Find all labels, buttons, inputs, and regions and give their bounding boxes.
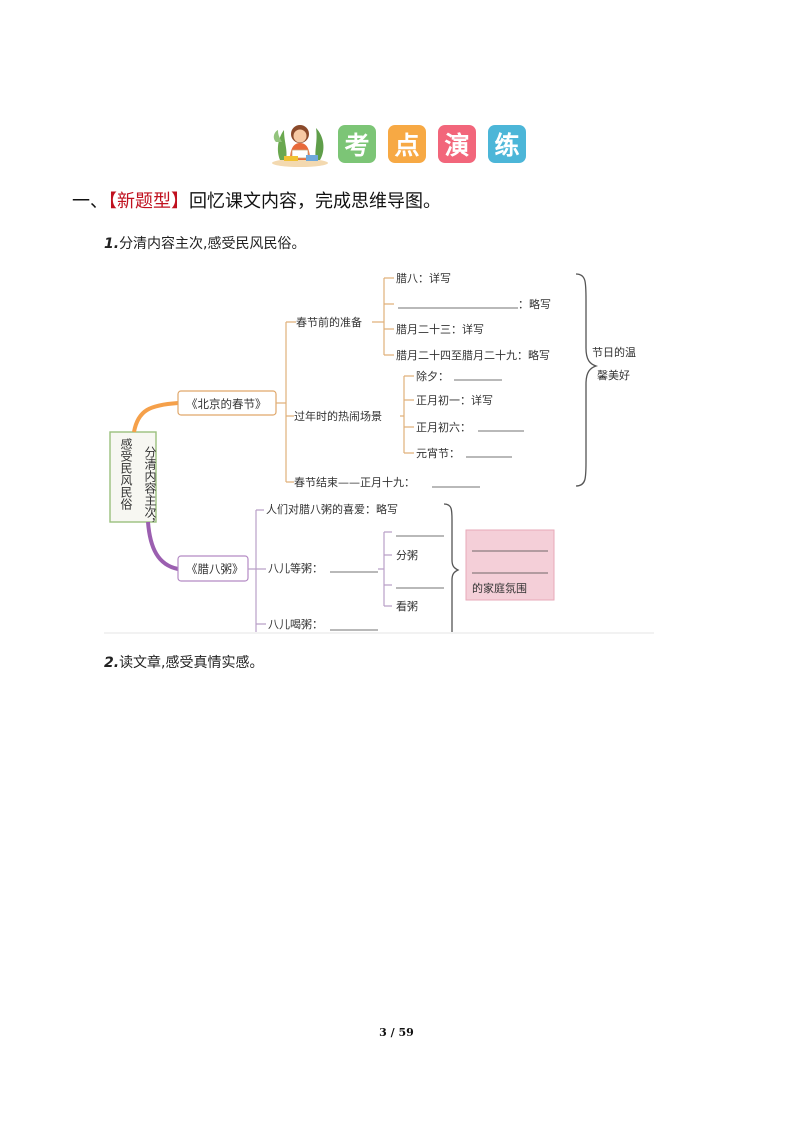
section-banner: 考 点 演 练 [270, 120, 530, 168]
scene-item-chuxi: 除夕： [416, 369, 449, 383]
laba-atmosphere: 的家庭氛围 [472, 581, 527, 595]
prep-item-blank: ：略写 [518, 297, 551, 311]
summary-line-2: 馨美好 [597, 368, 630, 382]
page-number: 3 / 59 [379, 1026, 414, 1039]
summary-brace [575, 273, 599, 487]
laba-drink: 八儿喝粥： [268, 618, 323, 631]
root-line-2: 感受民风民俗 [119, 437, 133, 511]
question-text: 回忆课文内容，完成思维导图。 [189, 191, 441, 212]
subquestion-1-text: 分清内容主次,感受民风民俗。 [119, 236, 306, 252]
banner-tile-lian: 练 [488, 125, 526, 163]
laba-kan: 看粥 [396, 599, 418, 613]
summary-line-1: 节日的温 [592, 345, 636, 359]
mind-map: 分清内容主次， 感受民风民俗 《北京的春节》 春节前的准备 过年时的热闹场景 春… [104, 271, 654, 634]
root-line-1: 分清内容主次， [143, 446, 157, 530]
subquestion-2: 2.读文章,感受真情实感。 [104, 652, 264, 672]
beijing-title: 《北京的春节》 [186, 397, 267, 411]
branch-laba [146, 521, 179, 571]
banner-tile-dian: 点 [388, 125, 426, 163]
reading-girl-illustration [272, 125, 328, 167]
branch-beijing [132, 401, 179, 433]
root-box [109, 431, 157, 523]
prep-item-laba: 腊八：详写 [396, 271, 451, 285]
question-number: 一、 [72, 191, 108, 212]
scene-item-chuliu: 正月初六： [416, 420, 471, 434]
tag-open-bracket: 【 [108, 191, 117, 212]
end-label: 春节结束——正月十九： [294, 475, 415, 489]
subquestion-1: 1.分清内容主次,感受民风民俗。 [104, 233, 306, 253]
laba-love: 人们对腊八粥的喜爱：略写 [266, 502, 398, 516]
scene-item-yuanxiao: 元宵节： [416, 446, 460, 460]
prep-item-24-29: 腊月二十四至腊月二十九：略写 [396, 348, 550, 362]
scene-item-chuyi: 正月初一：详写 [416, 393, 493, 407]
banner-tile-yan: 演 [438, 125, 476, 163]
subquestion-2-text: 读文章,感受真情实感。 [119, 655, 264, 671]
atmosphere-box [465, 529, 555, 601]
subquestion-2-number: 2. [104, 655, 120, 671]
laba-title: 《腊八粥》 [186, 562, 244, 576]
scene-label: 过年时的热闹场景 [294, 409, 382, 423]
laba-fen: 分粥 [396, 549, 418, 562]
laba-brace [443, 503, 460, 632]
laba-wait: 八儿等粥： [268, 561, 323, 575]
new-type-tag: 新题型 [117, 191, 171, 212]
tag-close-bracket: 】 [171, 191, 189, 212]
question-title: 一、【新题型】回忆课文内容，完成思维导图。 [72, 187, 441, 213]
prep-label: 春节前的准备 [296, 315, 362, 329]
subquestion-1-number: 1. [104, 236, 120, 252]
prep-item-23: 腊月二十三：详写 [396, 322, 484, 336]
banner-tile-kao: 考 [338, 125, 376, 163]
